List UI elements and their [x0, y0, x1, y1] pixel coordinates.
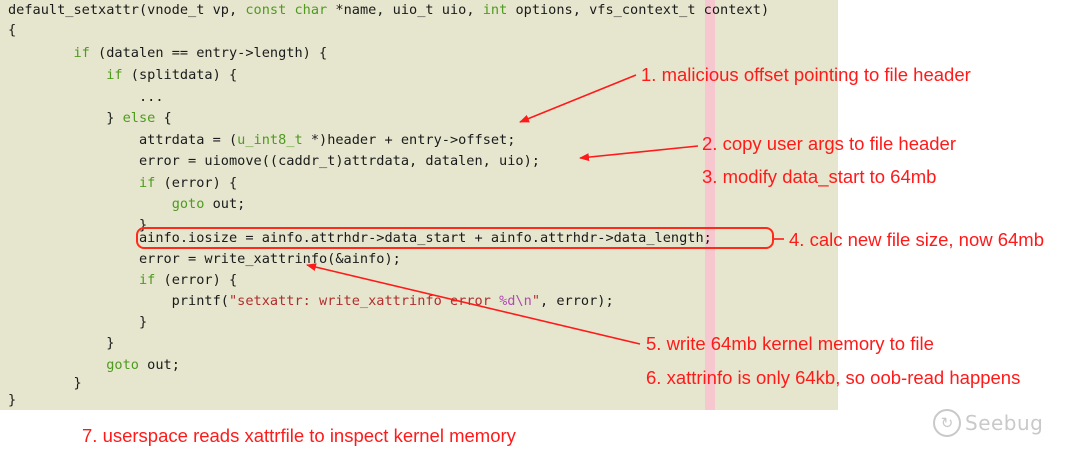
code-token: ... — [8, 89, 164, 105]
code-token: *name, uio_t uio, — [327, 2, 483, 18]
code-token-kw: if — [106, 67, 123, 83]
code-token-kw: goto — [171, 196, 205, 212]
code-token-kw: char — [294, 2, 328, 18]
code-panel — [0, 0, 838, 410]
code-line-3: if (datalen == entry->length) { — [8, 43, 327, 63]
code-token: out; — [138, 357, 180, 373]
code-line-4: if (splitdata) { — [8, 65, 237, 85]
code-token: options, vfs_context_t context) — [507, 2, 770, 18]
code-token-str: "setxattr: write_xattrinfo error — [228, 293, 500, 309]
code-line-19: } — [8, 373, 82, 393]
code-token: } — [8, 392, 17, 408]
code-line-10: goto out; — [8, 194, 246, 214]
code-token-kw: if — [138, 272, 156, 288]
seebug-watermark: ↻ Seebug — [933, 408, 1053, 438]
code-token: { — [8, 22, 17, 38]
code-token: } — [8, 110, 123, 126]
code-line-13: error = write_xattrinfo(&ainfo); — [8, 249, 401, 269]
code-token-kw: if — [138, 175, 156, 191]
code-token-kw: goto — [106, 357, 139, 373]
code-token: } — [8, 335, 115, 351]
arrow-2 — [579, 145, 699, 162]
annotation-5: 5. write 64mb kernel memory to file — [646, 333, 934, 354]
code-line-20: } — [8, 390, 16, 410]
annotation-7: 7. userspace reads xattrfile to inspect … — [82, 425, 516, 446]
iosize-highlight-box — [136, 227, 774, 249]
code-line-5: ... — [8, 87, 164, 107]
code-token: out; — [204, 196, 246, 212]
code-token: (error) { — [155, 175, 238, 191]
code-token: ainfo.iosize = ainfo.attrhdr->data_start… — [8, 230, 712, 246]
annotation-3: 3. modify data_start to 64mb — [702, 166, 937, 187]
code-token: (datalen == entry->length) { — [89, 45, 328, 61]
code-token-kw: if — [73, 45, 90, 61]
code-token-kw: u_int8_t — [237, 132, 303, 148]
code-line-15: printf("setxattr: write_xattrinfo error … — [8, 291, 614, 311]
code-token: attrdata = ( — [8, 132, 238, 148]
code-token-kw: const — [245, 2, 287, 18]
annotation-4: 4. calc new file size, now 64mb — [789, 229, 1045, 250]
code-token: { — [155, 110, 172, 126]
code-token: printf( — [8, 293, 229, 309]
annotation-2: 2. copy user args to file header — [702, 133, 957, 154]
code-token-kw: int — [482, 2, 508, 18]
seebug-logo-icon: ↻ — [933, 409, 961, 437]
annotation-6: 6. xattrinfo is only 64kb, so oob-read h… — [646, 367, 1021, 388]
code-token: *)header + entry->offset; — [302, 132, 516, 148]
print-margin-guide — [705, 0, 715, 410]
code-line-6: } else { — [8, 108, 172, 128]
code-token: (splitdata) { — [122, 67, 238, 83]
code-token: } — [8, 217, 148, 233]
arrow-5 — [306, 263, 641, 345]
code-line-17: } — [8, 333, 114, 353]
code-token: error = uiomove((caddr_t)attrdata, datal… — [8, 153, 540, 169]
code-token-fmt: %d\n — [499, 293, 532, 309]
code-token: } — [8, 375, 82, 391]
code-token: } — [8, 314, 148, 330]
code-token: (error) { — [155, 272, 238, 288]
code-line-1: default_setxattr(vnode_t vp, const char … — [8, 0, 769, 20]
code-line-18: goto out; — [8, 355, 180, 375]
code-token-kw: else — [122, 110, 156, 126]
code-token: default_setxattr(vnode_t vp, — [8, 2, 246, 18]
code-line-8: error = uiomove((caddr_t)attrdata, datal… — [8, 151, 540, 171]
code-token-str: " — [531, 293, 540, 309]
code-line-16: } — [8, 312, 147, 332]
code-line-11: } — [8, 215, 147, 235]
watermark-text: Seebug — [965, 411, 1044, 435]
code-line-7: attrdata = (u_int8_t *)header + entry->o… — [8, 130, 516, 150]
code-token: , error); — [540, 293, 614, 309]
code-token: error = write_xattrinfo(&ainfo); — [8, 251, 401, 267]
arrow-1 — [519, 74, 637, 123]
code-line-2: { — [8, 20, 16, 40]
code-line-9: if (error) { — [8, 173, 237, 193]
code-line-12: ainfo.iosize = ainfo.attrhdr->data_start… — [8, 228, 712, 248]
code-line-14: if (error) { — [8, 270, 237, 290]
annotation-1: 1. malicious offset pointing to file hea… — [641, 64, 971, 85]
